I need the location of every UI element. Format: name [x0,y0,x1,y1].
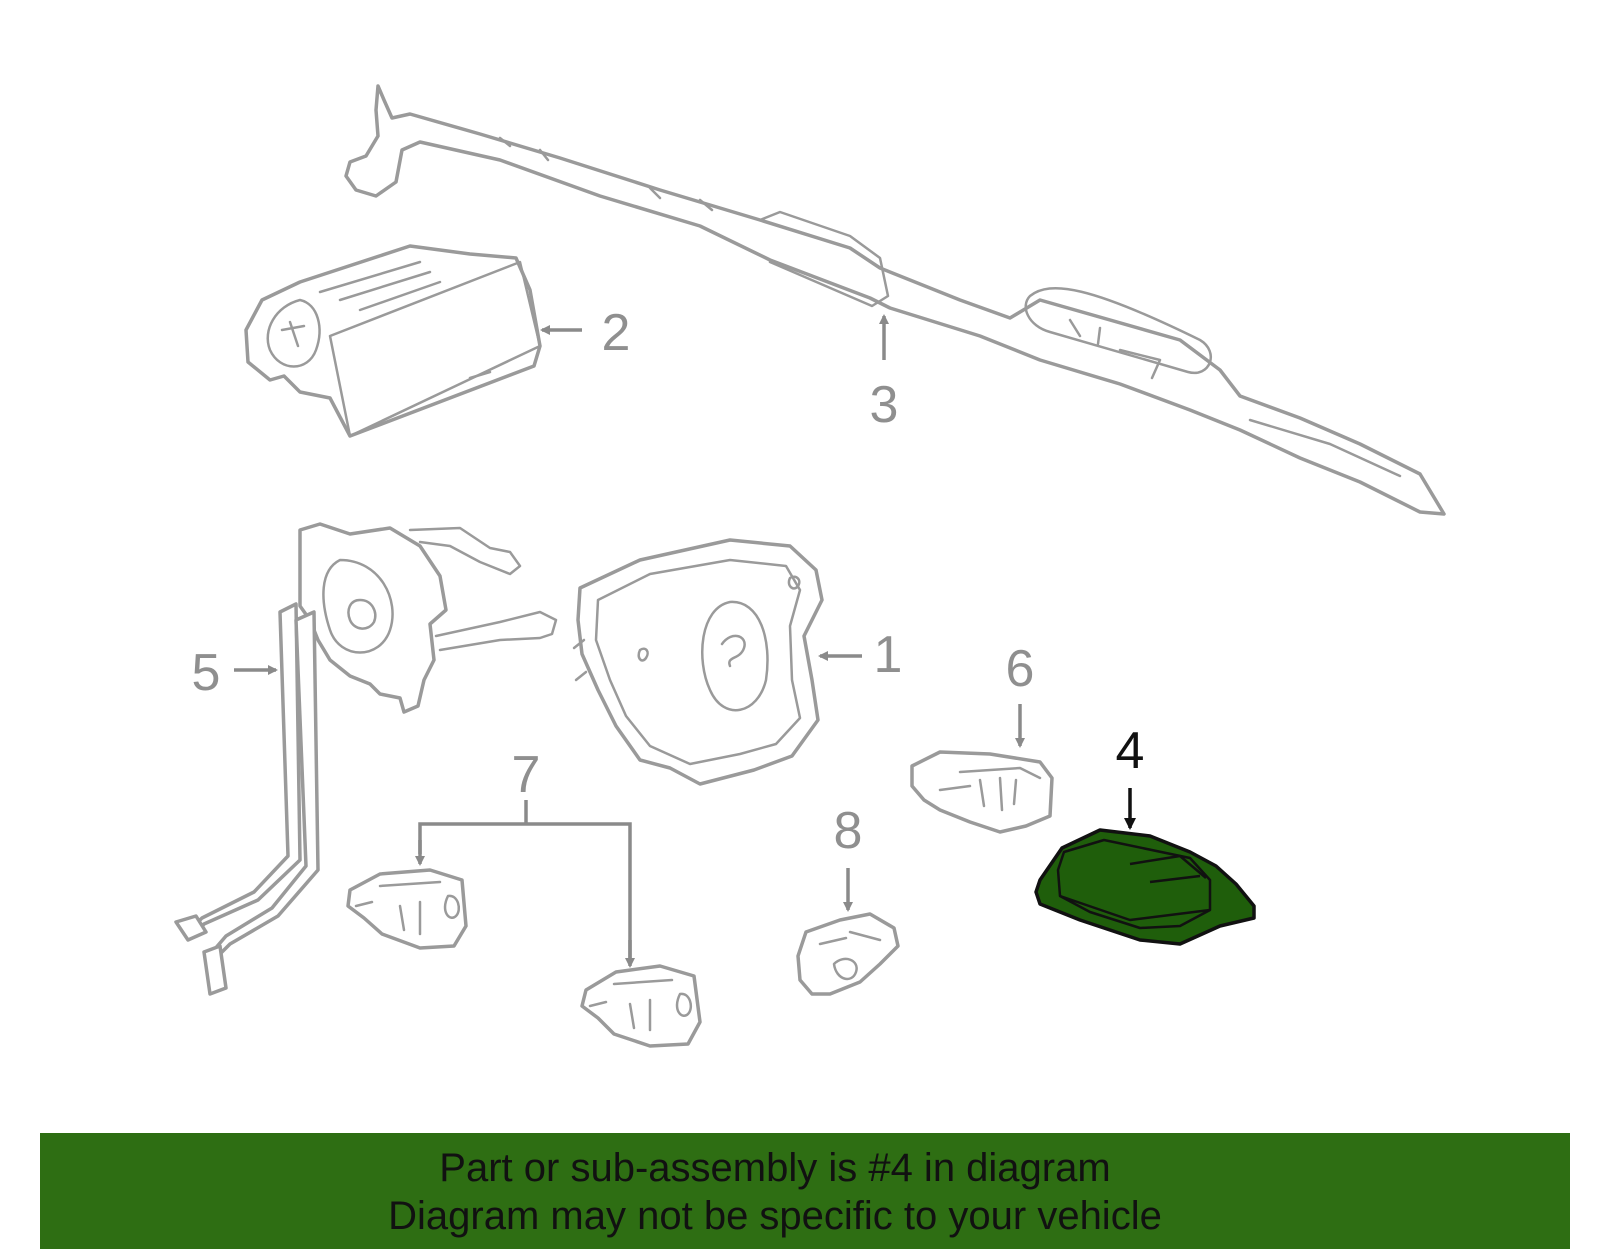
callout-8: 8 [834,802,863,860]
callout-6: 6 [1006,640,1035,698]
callout-5: 5 [192,644,221,702]
banner-line-disclaimer: Diagram may not be specific to your vehi… [388,1194,1162,1238]
callout-1: 1 [874,626,903,684]
part-6-sensor[interactable] [910,750,1054,834]
part-7-sensor-lower[interactable] [580,964,702,1048]
callout-2: 2 [602,304,631,362]
leader-lines [234,314,1136,968]
callout-7: 7 [512,746,541,804]
part-8-sensor[interactable] [796,912,900,996]
part-5-clock-spring[interactable] [174,522,558,996]
part-1-driver-airbag[interactable] [572,538,824,786]
callout-numbers: 2 3 5 1 6 7 8 4 [192,304,1145,860]
banner-line-part-number: Part or sub-assembly is #4 in diagram [439,1146,1111,1190]
info-banner: Part or sub-assembly is #4 in diagram Di… [40,1133,1570,1249]
callout-3: 3 [870,376,899,434]
callout-4: 4 [1116,722,1145,780]
part-4-srs-unit-highlighted[interactable] [1034,828,1256,946]
part-2-passenger-airbag[interactable] [244,244,542,438]
part-3-curtain-airbag[interactable] [344,84,1446,516]
part-7-sensor-upper[interactable] [346,868,468,950]
